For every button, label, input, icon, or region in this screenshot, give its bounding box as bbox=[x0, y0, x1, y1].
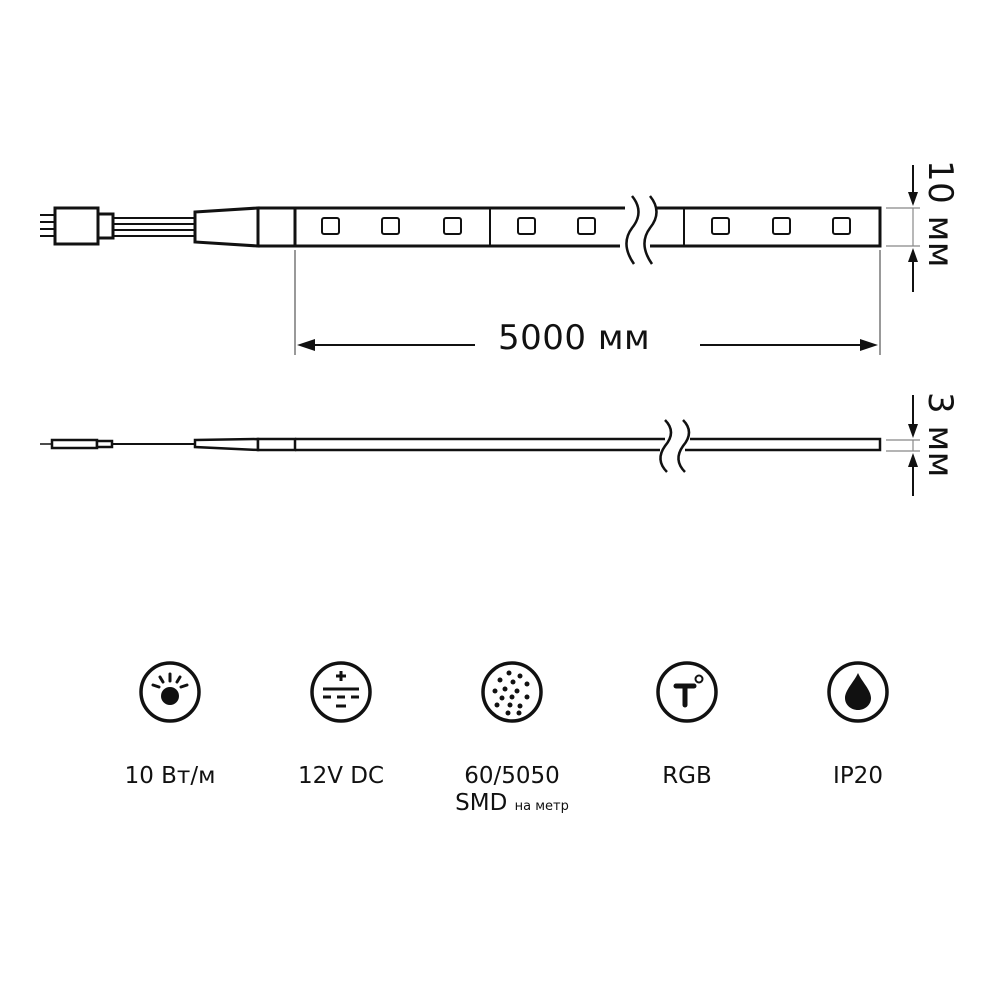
connector-body bbox=[53, 206, 100, 246]
smd-text: SMD bbox=[455, 790, 508, 816]
led-chips bbox=[321, 217, 851, 235]
width-label: 10 мм bbox=[920, 160, 960, 268]
spec-ip-rating-label: IP20 bbox=[833, 763, 883, 789]
power-light-icon bbox=[139, 661, 201, 723]
wires bbox=[113, 217, 195, 237]
width-dimension bbox=[886, 165, 920, 292]
water-drop-icon bbox=[827, 661, 889, 723]
spec-color: RGB bbox=[607, 660, 767, 790]
spec-voltage: 12V DC bbox=[261, 660, 421, 790]
dc-voltage-icon bbox=[310, 661, 372, 723]
led-density-icon bbox=[481, 661, 543, 723]
spec-color-label: RGB bbox=[662, 763, 712, 789]
strip-side-view bbox=[40, 419, 882, 473]
spec-power: 10 Вт/м bbox=[90, 660, 250, 790]
length-label: 5000 мм bbox=[492, 318, 657, 358]
strip-top-view bbox=[40, 195, 882, 265]
spec-led-density-sublabel: SMD на метр bbox=[432, 790, 592, 820]
color-temperature-icon bbox=[656, 661, 718, 723]
spec-led-density: 60/5050 SMD на метр bbox=[432, 660, 592, 820]
break-mark bbox=[625, 195, 640, 265]
spec-led-density-label: 60/5050 bbox=[464, 763, 560, 789]
thickness-dimension bbox=[886, 395, 920, 496]
connector-neck bbox=[96, 212, 115, 240]
length-dimension bbox=[294, 250, 881, 355]
spec-power-label: 10 Вт/м bbox=[124, 763, 216, 789]
spec-ip-rating: IP20 bbox=[778, 660, 938, 790]
connector-pins bbox=[40, 214, 55, 237]
per-meter-text: на метр bbox=[514, 799, 569, 814]
thickness-label: 3 мм bbox=[920, 392, 960, 478]
spec-voltage-label: 12V DC bbox=[297, 763, 385, 789]
strip-end-cap bbox=[193, 206, 260, 248]
